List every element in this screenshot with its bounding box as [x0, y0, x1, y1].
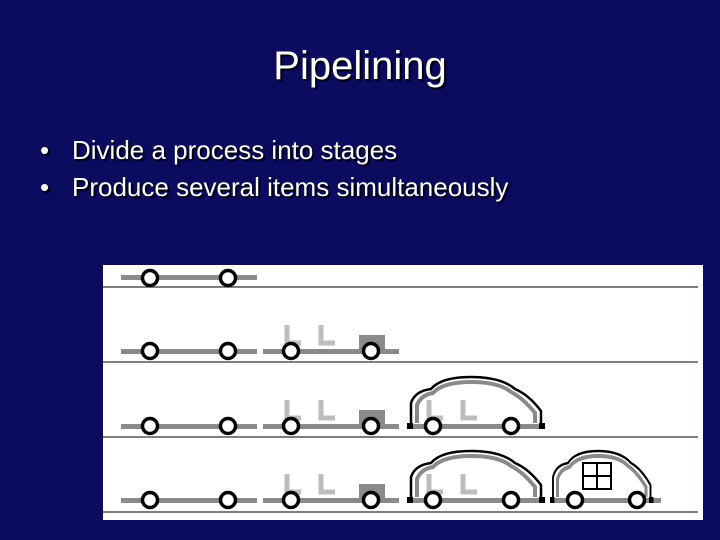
bullet-item: • Divide a process into stages — [40, 132, 508, 169]
row-3-stage — [121, 375, 547, 436]
bullet-text: Divide a process into stages — [72, 135, 398, 165]
row-2-stage — [121, 325, 399, 361]
bullet-icon: • — [40, 135, 50, 165]
bullet-text: Produce several items simultaneously — [72, 172, 509, 202]
row-4-stage — [121, 449, 661, 510]
bullet-list: • Divide a process into stages • Produce… — [40, 132, 508, 206]
row-1-stage — [121, 268, 257, 288]
slide-title: Pipelining — [273, 44, 447, 88]
bullet-item: • Produce several items simultaneously — [40, 169, 508, 206]
bullet-icon: • — [40, 172, 50, 202]
car-assembly-line-illustration — [103, 268, 698, 513]
assembly-line-figure — [103, 265, 703, 520]
